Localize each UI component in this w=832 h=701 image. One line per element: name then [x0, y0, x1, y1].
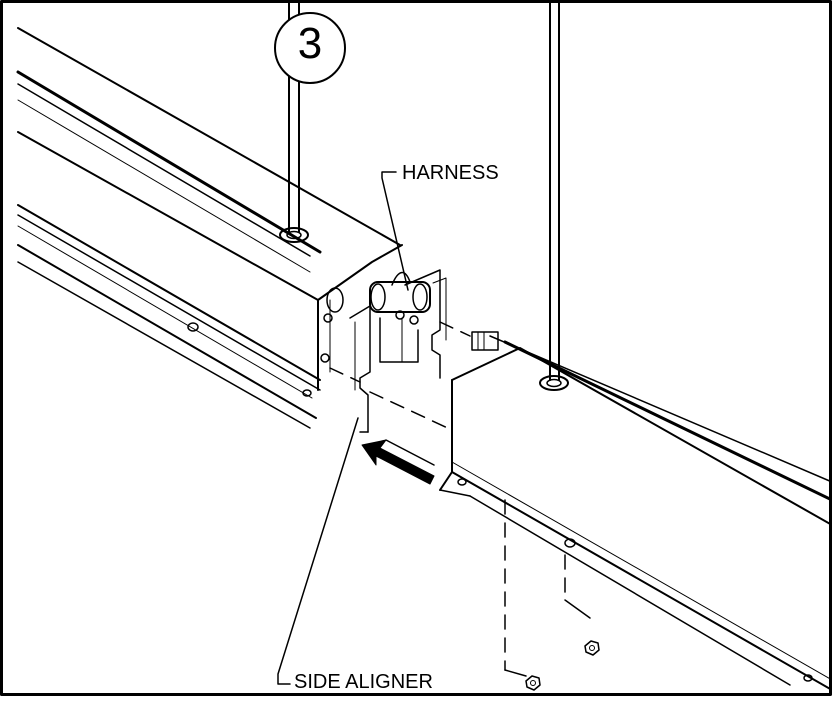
- right-housing: [440, 332, 832, 690]
- leader-lines: [278, 172, 408, 684]
- step-number-circle: [275, 13, 345, 83]
- side-aligner-label: SIDE ALIGNER: [294, 671, 433, 693]
- harness-label: HARNESS: [402, 162, 499, 184]
- direction-arrow: [362, 440, 434, 484]
- side-aligner: [350, 270, 446, 432]
- left-housing: [18, 28, 402, 428]
- right-hanger-rod: [540, 0, 568, 390]
- hardware-nuts: [505, 600, 599, 690]
- step-number: 3: [297, 19, 323, 68]
- alignment-lines: [330, 322, 565, 670]
- harness: [370, 273, 430, 362]
